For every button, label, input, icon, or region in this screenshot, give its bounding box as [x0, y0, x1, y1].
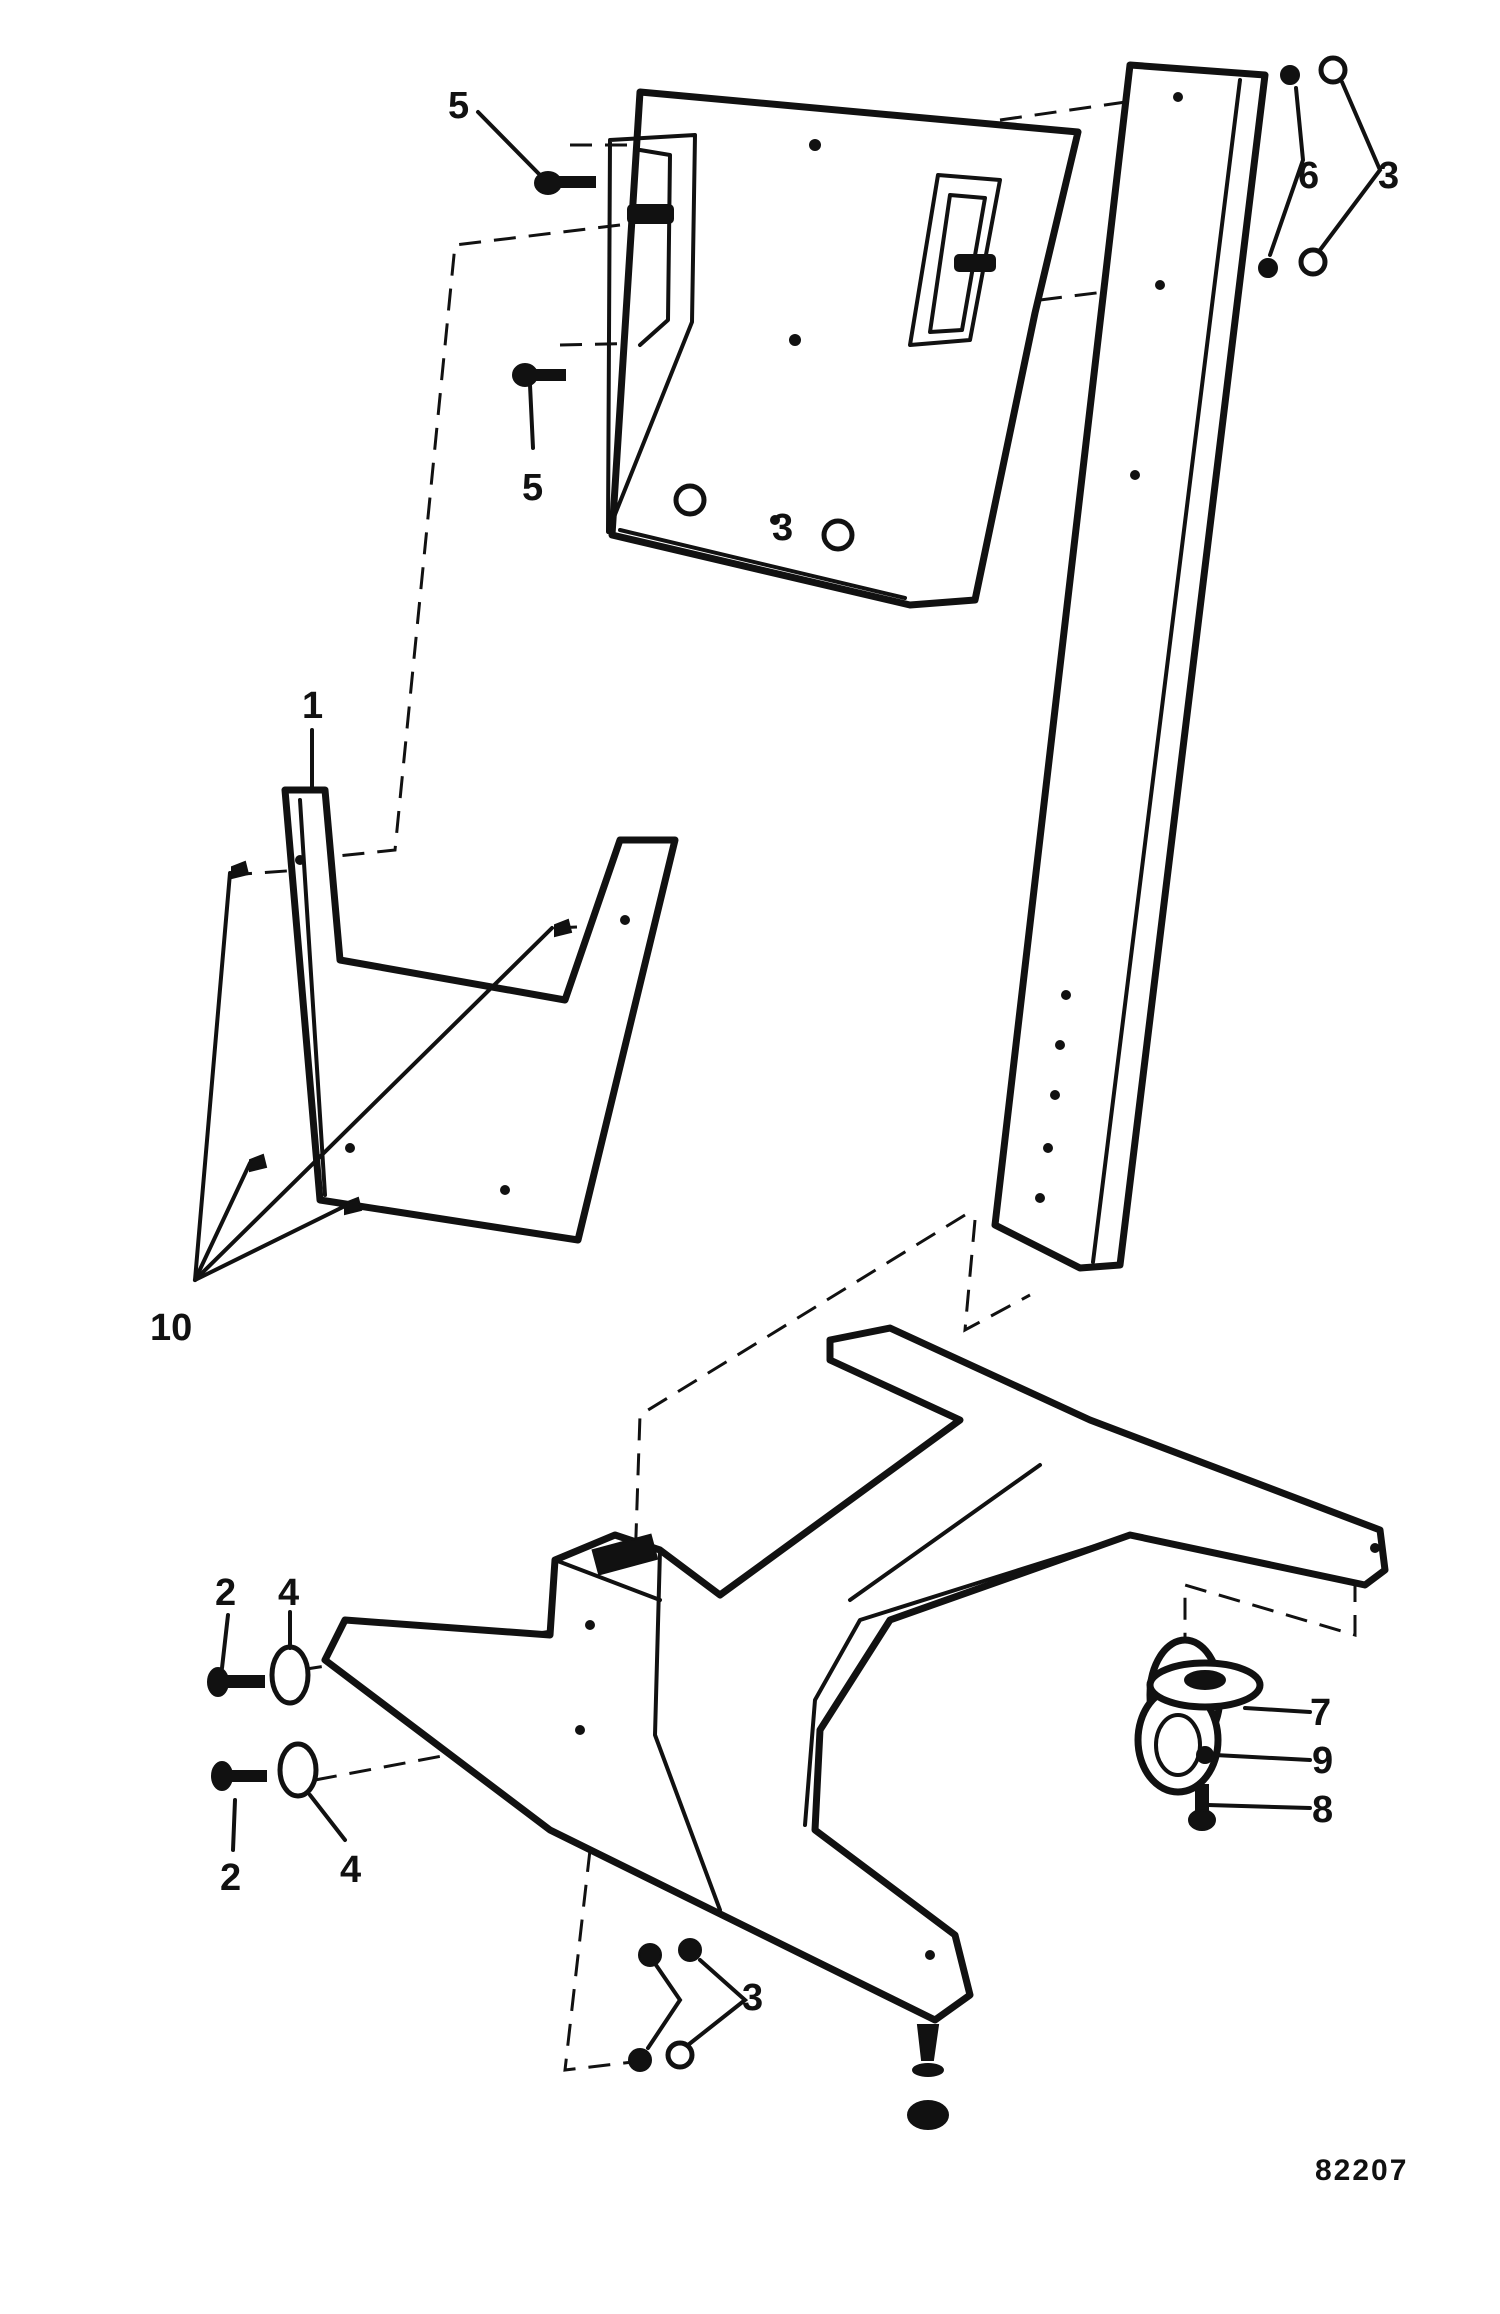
callout-labels: 5 5 6 3 3 1 10 2 4 2 4 7 9 8 3	[150, 85, 1399, 2019]
callout-2-top: 2	[215, 1572, 236, 1614]
vertical-post	[991, 61, 1269, 1272]
callout-4-top: 4	[278, 1572, 299, 1614]
lower-shelf	[281, 786, 679, 1244]
callout-3-tray: 3	[772, 507, 793, 549]
leader-lines	[193, 80, 1383, 2050]
callout-5-bottom: 5	[522, 467, 543, 509]
callout-4-bottom: 4	[340, 1849, 361, 1891]
caster-wheel	[1134, 1636, 1264, 1796]
callout-9: 9	[1312, 1740, 1333, 1782]
upper-tray	[606, 88, 1082, 609]
callout-3-top: 3	[1378, 155, 1399, 197]
callout-2-bottom: 2	[220, 1857, 241, 1899]
callout-5-top: 5	[448, 85, 469, 127]
callout-7: 7	[1310, 1692, 1331, 1734]
callout-1: 1	[302, 685, 323, 727]
figure-number: 82207	[1315, 2154, 1408, 2187]
base	[321, 1324, 1389, 2024]
callout-6: 6	[1298, 155, 1319, 197]
callout-3-bottom: 3	[742, 1977, 763, 2019]
callout-8: 8	[1312, 1789, 1333, 1831]
callout-10: 10	[150, 1307, 192, 1349]
